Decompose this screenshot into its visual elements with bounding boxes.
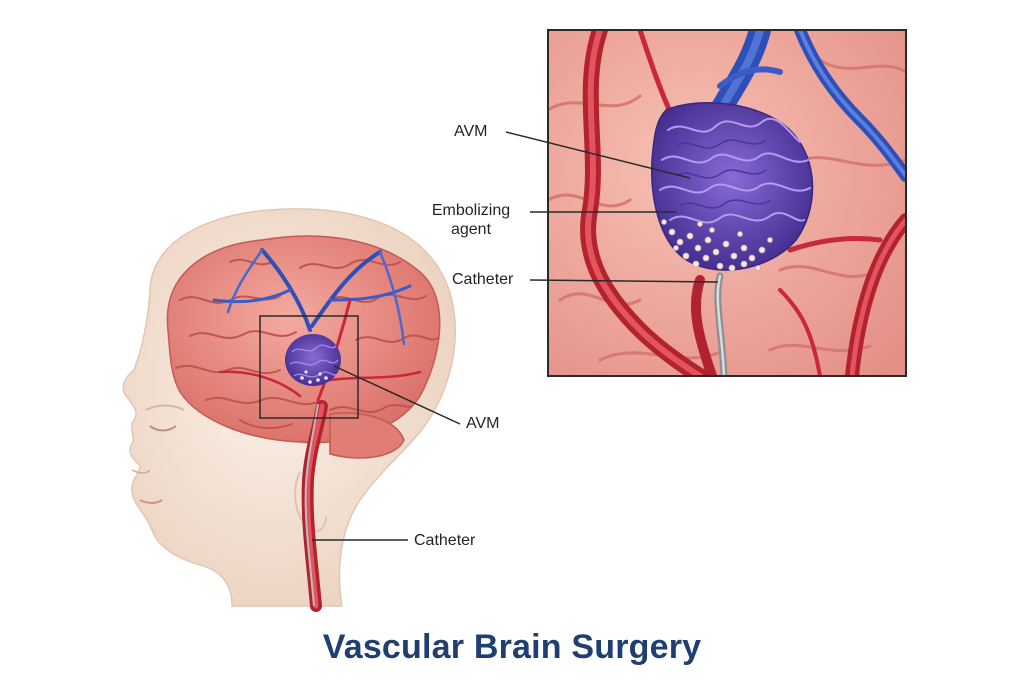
label-catheter-head: Catheter [414, 532, 476, 549]
leader-line-avm-inset [505, 131, 691, 179]
label-embolizing-line2: agent [450, 221, 492, 239]
cerebellum [329, 412, 405, 459]
inset-avm-nidus [651, 101, 814, 272]
inset-frame [547, 29, 907, 377]
lips [139, 499, 163, 504]
embolizing-agent-beads [661, 219, 773, 272]
inset-arteries [580, 30, 906, 376]
head-illustration [122, 208, 457, 612]
closed-eye [149, 425, 177, 432]
inset-panel [547, 29, 907, 377]
catheter-line [304, 403, 319, 607]
leader-line-catheter-inset [529, 279, 719, 283]
avm-nidus-small [285, 334, 341, 386]
label-embolizing-agent: Embolizing agent [416, 201, 526, 239]
diagram-title: Vascular Brain Surgery [322, 628, 702, 666]
label-avm-head: AVM [466, 415, 500, 432]
carotid-artery-highlight [305, 403, 325, 609]
leader-line-avm-head [333, 365, 461, 425]
label-catheter-inset: Catheter [452, 271, 514, 288]
label-avm-inset: AVM [454, 123, 488, 140]
nostril [131, 469, 151, 474]
zoom-box [259, 315, 359, 419]
label-embolizing-line1: Embolizing [431, 202, 511, 219]
brain-veins [212, 248, 412, 346]
eyebrow [145, 404, 185, 411]
